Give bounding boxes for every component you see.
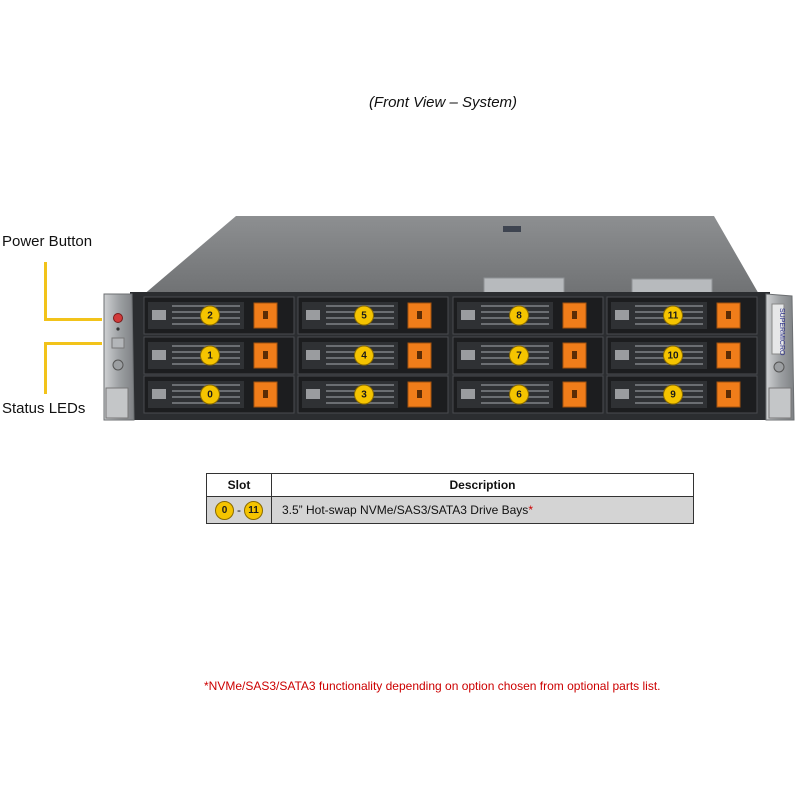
power-button-leader-vertical [44,262,47,320]
bay-number-label: 10 [667,351,679,362]
slot-start-badge: 0 [215,500,234,520]
drive-tray-handle [152,350,166,360]
drive-latch-release [417,351,422,359]
bay-number-label: 9 [670,390,676,401]
drive-latch-release [726,311,731,319]
bay-number-badge [200,384,220,405]
slot-column-header: Slot [206,473,272,497]
right-ear-screw-icon [773,361,785,373]
drive-tray-handle [615,389,629,399]
slot-description-table: Slot Description 0-11 3.5” Hot-swap NVMe… [206,473,694,524]
bay-number-label: 0 [207,390,213,401]
chassis-top-panel [142,216,760,296]
slot-range-cell: 0-11 [206,496,272,524]
bay-number-badge [509,345,529,366]
bay-number-badge [354,345,374,366]
status-led-icon [116,327,120,331]
power-button-leader-horizontal [44,318,102,321]
slot-end-badge: 11 [244,500,263,520]
drive-latch-release [263,351,268,359]
top-vent-slot [503,226,521,232]
bay-number-badge [663,345,683,366]
status-leds-leader-vertical [44,342,47,394]
table-header-row: Slot Description [206,473,694,497]
drive-bay[interactable]: 4 [297,336,449,375]
brand-plate [771,303,785,355]
drive-tray-handle [306,310,320,320]
drive-tray-handle [152,310,166,320]
bay-number-label: 7 [516,351,522,362]
drive-latch-release [263,311,268,319]
footnote: *NVMe/SAS3/SATA3 functionality depending… [204,679,661,693]
status-led-strip-icon [111,337,125,349]
bay-number-badge [200,345,220,366]
drive-tray-handle [461,310,475,320]
drive-bay[interactable]: 1 [143,336,295,375]
drive-bay[interactable]: 0 [143,375,295,414]
drive-latch-release [572,390,577,398]
status-leds-leader-horizontal [44,342,102,345]
table-row: 0-11 3.5” Hot-swap NVMe/SAS3/SATA3 Drive… [206,496,694,524]
drive-tray-handle [461,389,475,399]
left-ear-screw-icon [112,359,124,371]
left-ear-handle [105,387,129,419]
drive-bay[interactable]: 9 [606,375,758,414]
drive-tray-handle [615,350,629,360]
drive-tray-handle [615,310,629,320]
bay-number-badge [509,384,529,405]
drive-latch-release [572,311,577,319]
bay-number-badge [200,305,220,326]
status-leds-label: Status LEDs [2,400,86,417]
drive-bay[interactable]: 7 [452,336,604,375]
right-ear-handle [768,387,792,419]
service-label-left [483,277,565,295]
drive-bay[interactable]: 10 [606,336,758,375]
front-view-caption: (Front View – System) [368,94,518,111]
drive-latch-release [417,311,422,319]
drive-tray-handle [461,350,475,360]
bay-number-label: 4 [361,351,367,362]
bay-number-badge [663,384,683,405]
bay-number-label: 6 [516,390,522,401]
drive-tray-handle [306,389,320,399]
bay-number-label: 11 [668,311,679,322]
bay-number-badge [354,305,374,326]
drive-bay[interactable]: 11 [606,296,758,335]
drive-latch-release [417,390,422,398]
description-cell: 3.5” Hot-swap NVMe/SAS3/SATA3 Drive Bays… [271,496,694,524]
brand-logo: SUPERMICRO [778,308,785,356]
power-button-label: Power Button [2,233,93,250]
drive-tray-handle [306,350,320,360]
bay-number-badge [354,384,374,405]
drive-bay[interactable]: 6 [452,375,604,414]
drive-latch-release [263,390,268,398]
drive-bay[interactable]: 5 [297,296,449,335]
bay-number-badge [663,305,683,326]
drive-latch-release [726,351,731,359]
drive-latch-release [572,351,577,359]
bay-number-badge [509,305,529,326]
slot-range-separator: - [237,503,241,517]
bay-number-label: 5 [361,311,367,322]
bay-number-label: 2 [207,311,213,322]
power-button-icon [113,313,123,323]
drive-bay[interactable]: 8 [452,296,604,335]
bay-number-label: 1 [207,351,213,362]
description-footnote-mark: * [528,503,533,517]
drive-bay[interactable]: 2 [143,296,295,335]
bay-number-label: 3 [361,390,367,401]
description-column-header: Description [271,473,694,497]
drive-latch-release [726,390,731,398]
description-text: 3.5” Hot-swap NVMe/SAS3/SATA3 Drive Bays [282,503,529,517]
drive-bay[interactable]: 3 [297,375,449,414]
drive-tray-handle [152,389,166,399]
bay-number-label: 8 [516,311,522,322]
